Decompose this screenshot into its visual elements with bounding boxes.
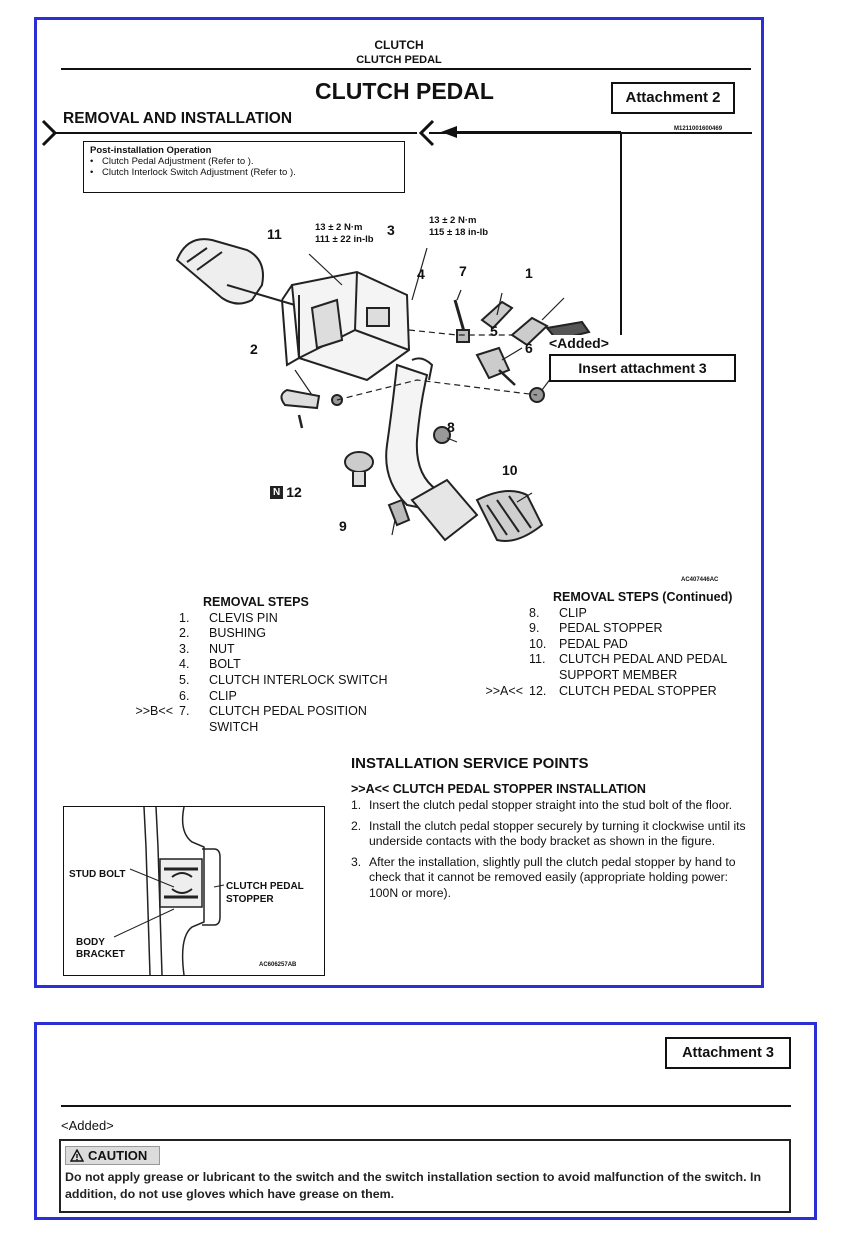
callout-9: 9 — [339, 518, 347, 534]
reference-arrow — [441, 126, 622, 335]
caution-box: CAUTION Do not apply grease or lubricant… — [59, 1139, 791, 1213]
removal-steps-continued-title: REMOVAL STEPS (Continued) — [553, 590, 733, 604]
installation-subheading: >>A<< CLUTCH PEDAL STOPPER INSTALLATION — [351, 782, 646, 796]
callout-8: 8 — [447, 419, 455, 435]
manual-page-frame: CLUTCH CLUTCH PEDAL CLUTCH PEDAL Attachm… — [34, 17, 764, 988]
list-item: 4.BOLT — [179, 657, 241, 672]
list-item: 8.CLIP — [529, 605, 587, 620]
caution-text: Do not apply grease or lubricant to the … — [65, 1170, 762, 1201]
callout-3: 3 — [387, 222, 395, 238]
clutch-pedal-stopper-label: CLUTCH PEDAL STOPPER — [226, 881, 304, 905]
callout-11: 11 — [267, 226, 282, 242]
stopper-cross-section — [113, 807, 225, 975]
list-item: 9.PEDAL STOPPER — [529, 621, 663, 636]
callout-10: 10 — [502, 462, 518, 478]
attachment-3-label: Attachment 3 — [665, 1037, 791, 1069]
list-item: 11.CLUTCH PEDAL AND PEDAL SUPPORT MEMBER — [529, 652, 727, 682]
caution-badge: CAUTION — [65, 1146, 161, 1165]
list-item: 2.BUSHING — [179, 626, 266, 641]
post-installation-item: Clutch Interlock Switch Adjustment (Refe… — [102, 167, 296, 178]
callout-12: N 12 — [270, 484, 302, 500]
callout-6: 6 — [525, 340, 533, 356]
post-installation-item: Clutch Pedal Adjustment (Refer to ). — [102, 156, 254, 167]
header-rule — [61, 68, 751, 70]
bullet-icon: • — [90, 167, 94, 178]
list-item: 5.CLUTCH INTERLOCK SWITCH — [179, 672, 388, 687]
body-bracket-label: BODY BRACKET — [76, 937, 125, 960]
attachment-3-frame: Attachment 3 <Added> CAUTION Do not appl… — [34, 1022, 817, 1220]
attachment-rule — [61, 1105, 791, 1107]
list-item: 3.NUT — [179, 641, 235, 656]
figure-code: AC407446AC — [681, 577, 719, 583]
callout-2: 2 — [250, 341, 258, 357]
arrow-head-icon — [441, 126, 457, 138]
detail-figure-code: AC606257AB — [259, 962, 297, 968]
post-installation-box: Post-installation Operation • Clutch Peda… — [83, 141, 405, 193]
torque-spec-left: 13 ± 2 N·m 111 ± 22 in-lb — [315, 222, 374, 245]
list-item: 3.After the installation, slightly pull … — [351, 854, 736, 900]
installation-service-points-heading: INSTALLATION SERVICE POINTS — [351, 755, 589, 772]
list-item: 1.Insert the clutch pedal stopper straig… — [351, 798, 733, 812]
list-item: 2.Install the clutch pedal stopper secur… — [351, 818, 746, 849]
stopper-detail-figure: STUD BOLT BODY BRACKET CLUTCH PEDAL STOP… — [63, 806, 325, 976]
page-title: CLUTCH PEDAL — [315, 78, 494, 104]
chevron-left-icon — [418, 119, 435, 147]
list-item: 10.PEDAL PAD — [529, 636, 628, 651]
bullet-icon: • — [90, 156, 94, 167]
removal-steps-left: REMOVAL STEPS 1.CLEVIS PIN 2.BUSHING 3.N… — [117, 595, 417, 735]
section-label: CLUTCH — [374, 38, 424, 52]
section-heading: REMOVAL AND INSTALLATION — [63, 110, 293, 127]
subsection-label: CLUTCH PEDAL — [356, 54, 442, 66]
warning-triangle-icon — [70, 1149, 84, 1162]
removal-steps-right: REMOVAL STEPS (Continued) 8.CLIP 9.PEDAL… — [467, 590, 757, 699]
list-item: >>B<<7.CLUTCH PEDAL POSITION SWITCH — [135, 704, 367, 734]
list-item: >>A<<12.CLUTCH PEDAL STOPPER — [485, 683, 717, 698]
callout-4: 4 — [417, 266, 425, 282]
added-note: <Added> — [549, 335, 609, 351]
removal-steps-title: REMOVAL STEPS — [203, 595, 309, 609]
added-note: <Added> — [61, 1118, 114, 1133]
callout-7: 7 — [459, 263, 467, 279]
stud-bolt-label: STUD BOLT — [69, 869, 126, 880]
installation-service-points: >>A<< CLUTCH PEDAL STOPPER INSTALLATION … — [351, 782, 751, 906]
callout-5: 5 — [490, 323, 498, 339]
n-badge-icon: N — [270, 485, 284, 499]
list-item: 1.CLEVIS PIN — [179, 610, 278, 625]
clutch-pedal-exploded-diagram — [175, 238, 591, 542]
insert-attachment-3-label: Insert attachment 3 — [549, 354, 736, 382]
torque-spec-right: 13 ± 2 N·m 115 ± 18 in-lb — [429, 215, 489, 238]
attachment-2-label: Attachment 2 — [611, 82, 735, 114]
post-installation-title: Post-installation Operation — [90, 145, 212, 156]
ref-code: M1211001600469 — [674, 126, 723, 132]
list-item: 6.CLIP — [179, 688, 237, 703]
callout-1: 1 — [525, 265, 533, 281]
